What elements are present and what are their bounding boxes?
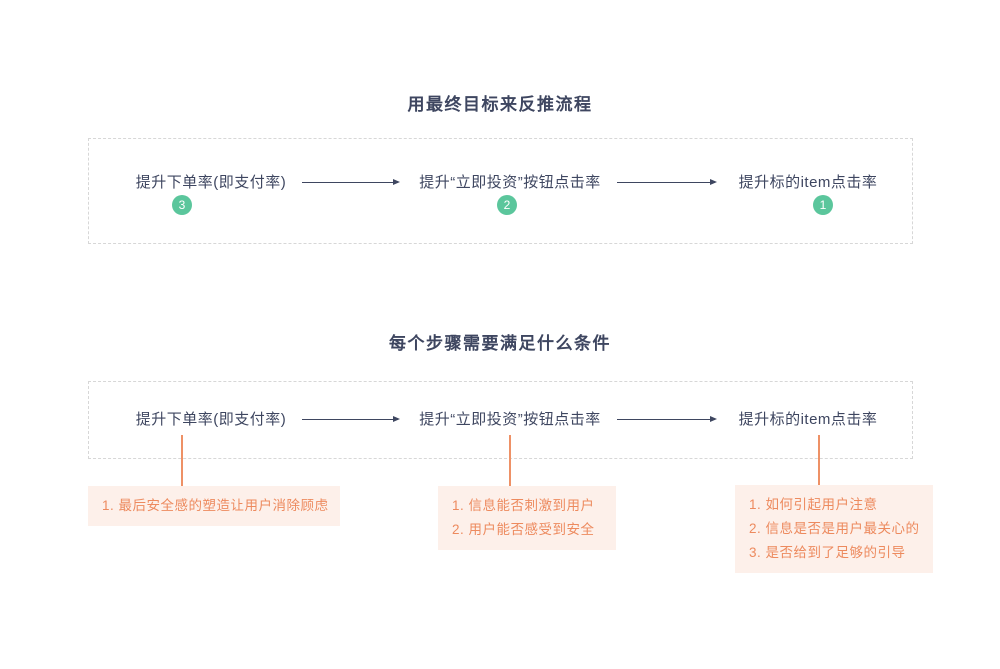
- conditions-step-invest-button: 提升“立即投资”按钮点击率: [419, 411, 601, 428]
- arrow-right-icon: [302, 415, 400, 422]
- conditions-step-order-rate: 提升下单率(即支付率): [135, 411, 287, 428]
- note-item: 2. 用户能否感受到安全: [452, 522, 595, 537]
- conditions-step-item-click: 提升标的item点击率: [738, 411, 878, 428]
- conditions-flow-container: [88, 381, 913, 459]
- step-order-badge: 2: [497, 195, 517, 215]
- step-order-badge: 3: [172, 195, 192, 215]
- goal-step-item-click: 提升标的item点击率: [738, 174, 878, 191]
- note-item: 1. 如何引起用户注意: [749, 497, 878, 512]
- connector-line: [818, 435, 820, 486]
- goal-step-invest-button: 提升“立即投资”按钮点击率: [419, 174, 601, 191]
- connector-line: [181, 435, 183, 486]
- note-item: 2. 信息是否是用户最关心的: [749, 521, 920, 536]
- conditions-section-title: 每个步骤需要满足什么条件: [389, 334, 611, 353]
- note-box-invest-button: 1. 信息能否刺激到用户 2. 用户能否感受到安全: [438, 486, 616, 550]
- arrow-right-icon: [617, 415, 717, 422]
- note-box-item-click: 1. 如何引起用户注意 2. 信息是否是用户最关心的 3. 是否给到了足够的引导: [735, 485, 933, 573]
- note-box-order-rate: 1. 最后安全感的塑造让用户消除顾虑: [88, 486, 340, 526]
- goal-section-title: 用最终目标来反推流程: [407, 95, 593, 114]
- goal-flow-container: [88, 138, 913, 244]
- note-item: 1. 最后安全感的塑造让用户消除顾虑: [102, 498, 329, 513]
- step-order-badge: 1: [813, 195, 833, 215]
- arrow-right-icon: [617, 178, 717, 185]
- note-item: 1. 信息能否刺激到用户: [452, 498, 595, 513]
- note-item: 3. 是否给到了足够的引导: [749, 545, 906, 560]
- goal-step-order-rate: 提升下单率(即支付率): [135, 174, 287, 191]
- connector-line: [509, 435, 511, 486]
- arrow-right-icon: [302, 178, 400, 185]
